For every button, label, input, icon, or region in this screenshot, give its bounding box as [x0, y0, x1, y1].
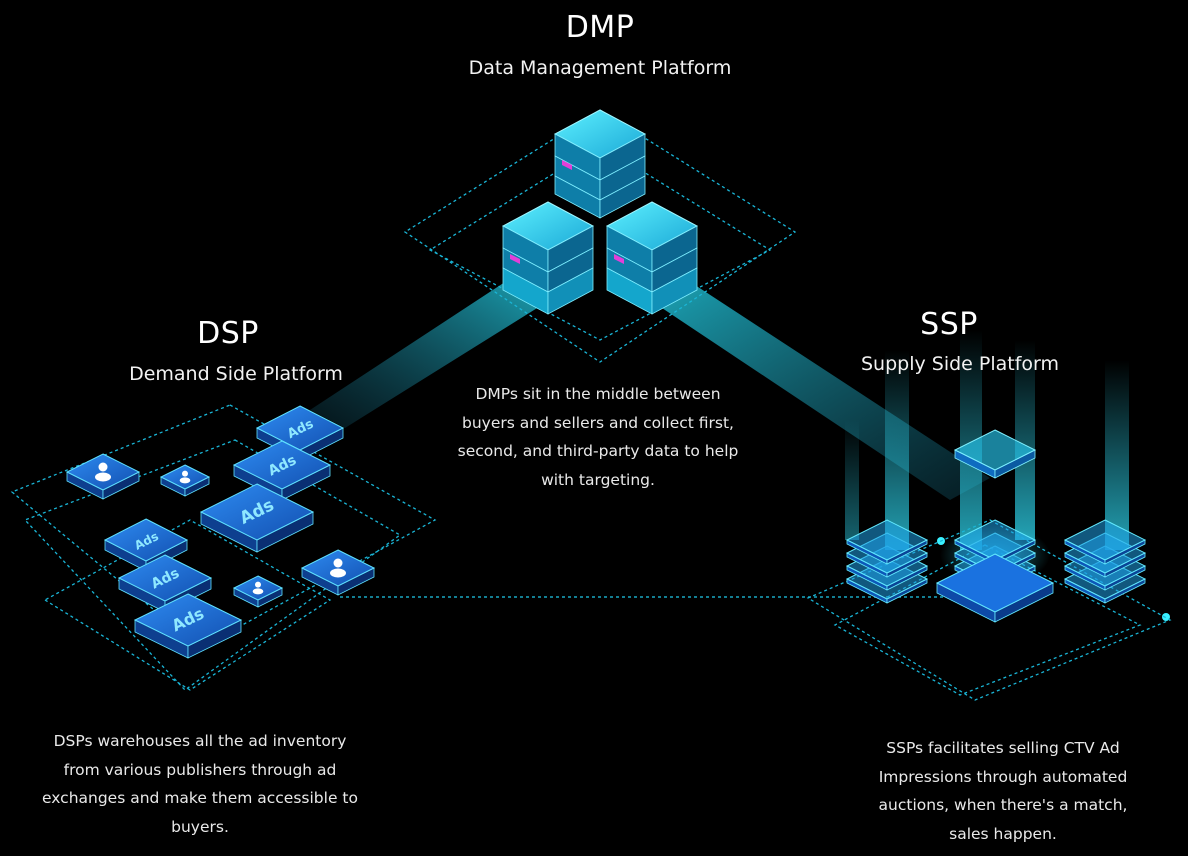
ad-tile: Ads [199, 483, 315, 553]
ssp-stack-right [1063, 519, 1147, 604]
dsp-dmp-beam [310, 282, 550, 428]
link-node [1162, 613, 1170, 621]
dmp-server-top [553, 109, 647, 219]
dmp-platform [403, 109, 797, 363]
ssp-stack-left [845, 519, 929, 604]
dsp-description: DSPs warehouses all the ad inventory fro… [42, 732, 358, 836]
dsp-title: DSP [197, 316, 259, 351]
ad-tile: Ads [133, 593, 243, 659]
user-icon [232, 575, 284, 608]
ssp-stacks [845, 429, 1147, 623]
ad-tile: Ads [117, 554, 213, 613]
ssp-floating-tile [953, 429, 1037, 479]
dmp-server-right [605, 201, 699, 315]
dsp-subtitle: Demand Side Platform [129, 363, 343, 385]
ssp-base-slab [935, 553, 1055, 623]
dmp-subtitle: Data Management Platform [468, 57, 732, 79]
user-icon [65, 453, 141, 500]
ssp-title: SSP [920, 307, 978, 342]
dsp-platform [10, 404, 437, 691]
dsp-user-tiles [65, 453, 376, 608]
user-icon [159, 464, 211, 497]
dmp-title: DMP [565, 10, 635, 45]
ssp-subtitle: Supply Side Platform [860, 353, 1060, 375]
dmp-description: DMPs sit in the middle between buyers an… [457, 385, 739, 489]
dmp-server-left [501, 201, 595, 315]
ssp-description: SSPs facilitates selling CTV Ad Impressi… [878, 739, 1128, 843]
user-icon [300, 549, 376, 596]
ssp-light-pillars [845, 330, 1129, 550]
ad-tile: Ads [103, 518, 189, 572]
